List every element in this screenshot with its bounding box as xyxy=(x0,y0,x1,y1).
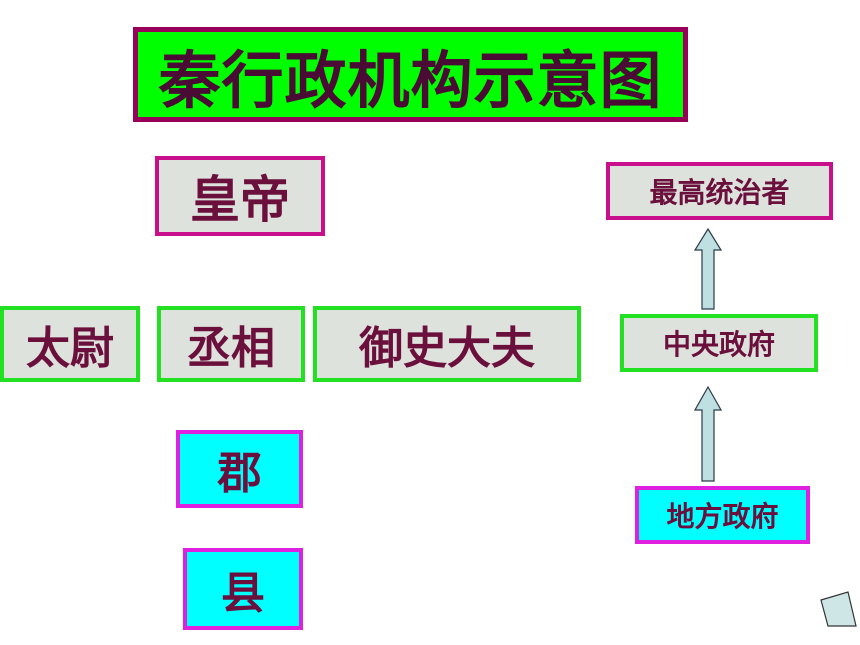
county-box: 县 xyxy=(183,548,303,630)
commandery-box: 郡 xyxy=(176,430,303,508)
up-arrow-icon xyxy=(694,228,722,310)
supreme-ruler-label: 最高统治者 xyxy=(606,162,833,220)
chengxiang-box: 丞相 xyxy=(157,306,305,382)
local-government-label: 地方政府 xyxy=(635,486,810,544)
emperor-box: 皇帝 xyxy=(155,156,325,236)
yushi-dafu-box: 御史大夫 xyxy=(313,306,581,382)
return-arrow-icon[interactable] xyxy=(818,590,858,630)
up-arrow-icon xyxy=(694,386,722,482)
central-government-label: 中央政府 xyxy=(620,314,818,372)
taiwei-box: 太尉 xyxy=(0,306,140,382)
diagram-title: 秦行政机构示意图 xyxy=(133,27,688,122)
